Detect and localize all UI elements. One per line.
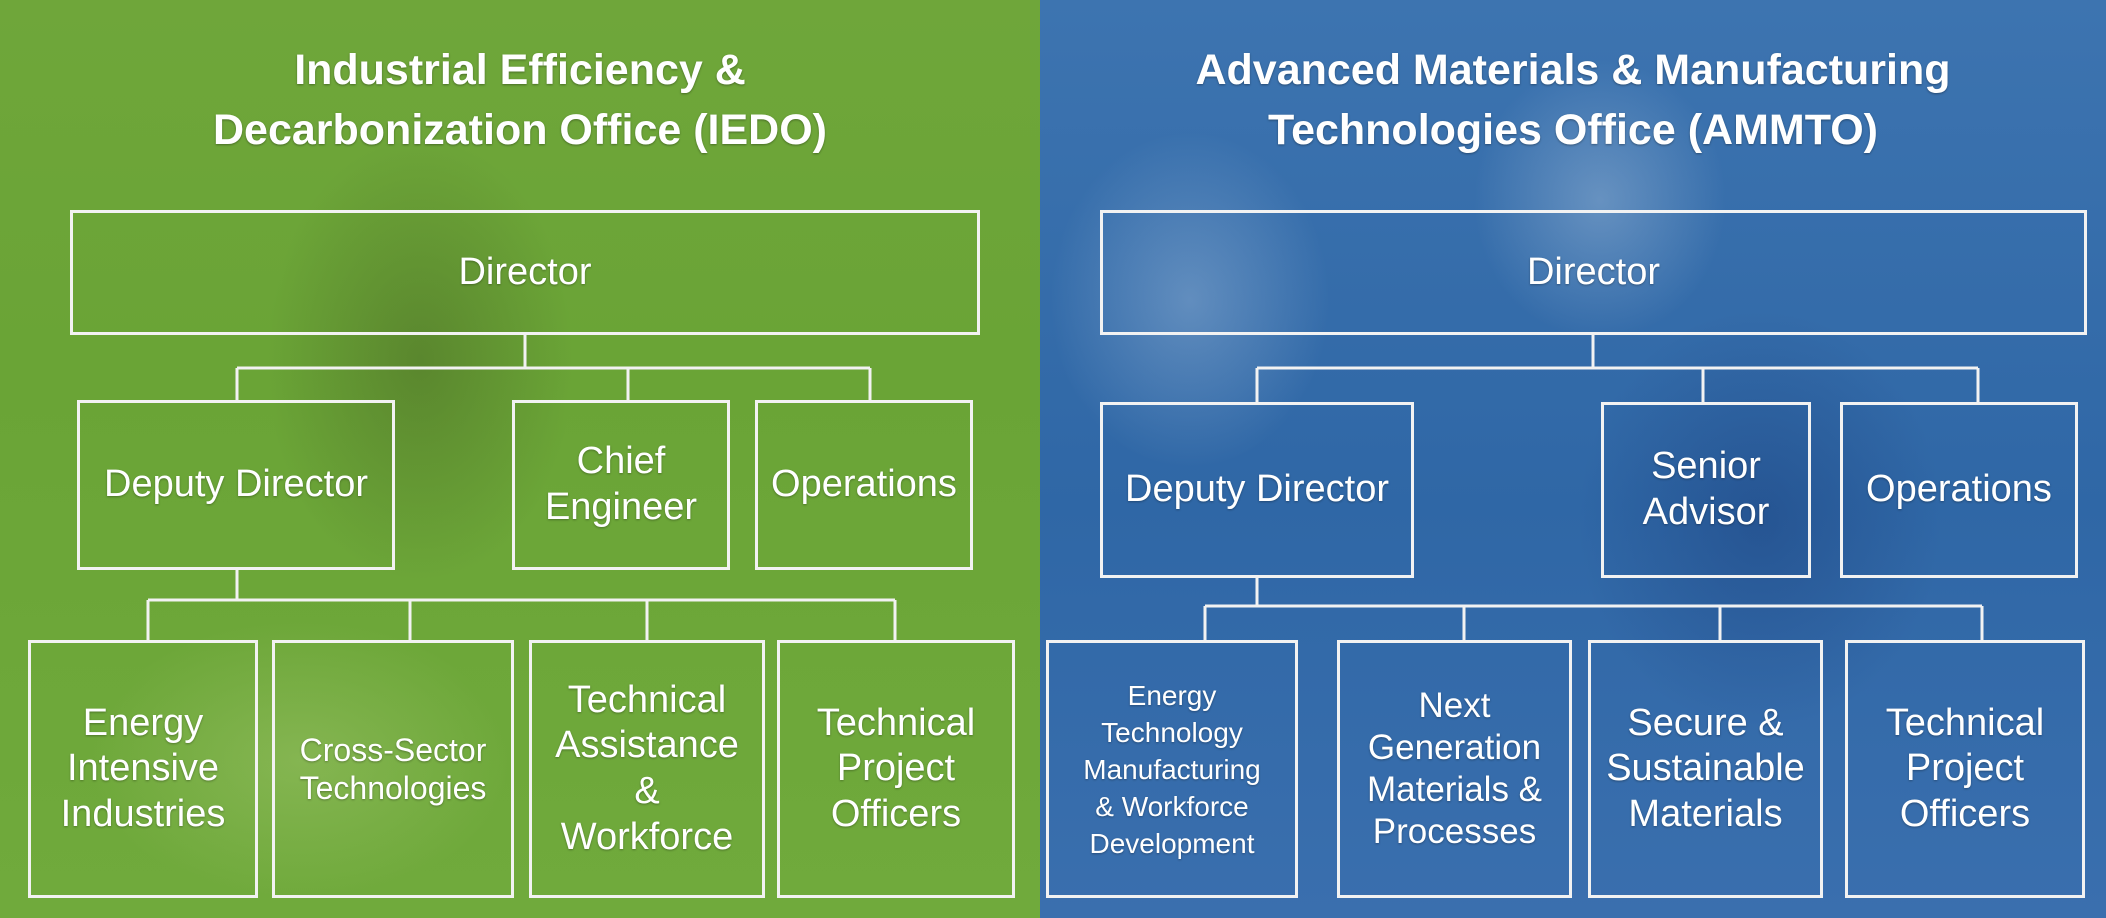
ammto-program-label: Next Generation Materials & Processes [1367, 685, 1542, 853]
ammto-operations-box: Operations [1840, 402, 2078, 578]
ammto-panel: Advanced Materials & Manufacturing Techn… [1040, 0, 2106, 918]
ammto-title-line1: Advanced Materials & Manufacturing [1195, 46, 1951, 94]
ammto-program-technical-project-officers: Technical Project Officers [1845, 640, 2085, 898]
iedo-chief-engineer-box: Chief Engineer [512, 400, 730, 570]
text-line: Technical [567, 678, 727, 721]
ammto-director-label: Director [1526, 250, 1661, 293]
ammto-deputy-director-box: Deputy Director [1100, 402, 1414, 578]
iedo-title: Industrial Efficiency & Decarbonization … [0, 40, 1040, 160]
ammto-connector-lines [1203, 335, 1984, 640]
iedo-chief-engineer-line2: Engineer [544, 486, 698, 528]
text-line: Secure & [1627, 701, 1784, 744]
text-line: Technologies [299, 770, 487, 806]
iedo-panel: Industrial Efficiency & Decarbonization … [0, 0, 1040, 918]
text-line: Manufacturing [1083, 753, 1261, 785]
iedo-deputy-director-label: Deputy Director [104, 463, 368, 506]
iedo-program-technical-project-officers: Technical Project Officers [777, 640, 1015, 898]
text-line: Intensive [66, 747, 220, 790]
ammto-program-secure-sustainable-materials: Secure & Sustainable Materials [1588, 640, 1823, 898]
iedo-program-label: Cross-Sector Technologies [300, 731, 487, 808]
text-line: Officers [830, 792, 962, 835]
iedo-program-technical-assistance-workforce: Technical Assistance & Workforce [529, 640, 765, 898]
text-line: Workforce [560, 815, 734, 858]
text-line: Materials [1628, 792, 1783, 835]
ammto-title-line2: Technologies Office (AMMTO) [1268, 106, 1878, 154]
text-line: Industries [60, 792, 226, 835]
text-line: Generation [1367, 728, 1542, 767]
text-line: Next [1418, 686, 1491, 725]
iedo-title-line2: Decarbonization Office (IEDO) [212, 106, 827, 154]
ammto-director-box: Director [1100, 210, 2087, 335]
ammto-senior-advisor-line1: Senior [1651, 445, 1761, 488]
iedo-chief-engineer-line1: Chief [576, 440, 666, 483]
ammto-senior-advisor-box: Senior Advisor [1601, 402, 1811, 578]
ammto-title: Advanced Materials & Manufacturing Techn… [1040, 40, 2106, 160]
text-line: Technical [1885, 701, 2045, 744]
iedo-program-cross-sector-technologies: Cross-Sector Technologies [272, 640, 514, 898]
iedo-director-label: Director [458, 250, 592, 293]
text-line: Development [1089, 827, 1255, 859]
text-line: Technical [816, 701, 976, 744]
iedo-operations-box: Operations [755, 400, 973, 570]
ammto-program-label: Secure & Sustainable Materials [1606, 701, 1805, 838]
iedo-deputy-director-box: Deputy Director [77, 400, 395, 570]
iedo-program-label: Technical Assistance & Workforce [555, 678, 739, 860]
iedo-operations-label: Operations [771, 463, 957, 506]
ammto-program-label: Energy Technology Manufacturing & Workfo… [1083, 677, 1260, 862]
iedo-chief-engineer-label: Chief Engineer [545, 439, 697, 530]
text-line: Technology [1101, 716, 1243, 748]
iedo-program-label: Technical Project Officers [817, 701, 975, 838]
text-line: Assistance [555, 724, 739, 767]
ammto-program-label: Technical Project Officers [1886, 701, 2044, 838]
text-line: Sustainable [1606, 747, 1805, 790]
text-line: Project [1905, 747, 2025, 790]
text-line: Officers [1899, 792, 2031, 835]
text-line: Cross-Sector [299, 731, 487, 768]
text-line: Materials & [1366, 770, 1543, 809]
text-line: & Workforce [1095, 790, 1249, 822]
ammto-senior-advisor-line2: Advisor [1642, 491, 1770, 533]
ammto-deputy-director-label: Deputy Director [1125, 468, 1389, 511]
iedo-director-box: Director [70, 210, 980, 335]
text-line: Energy [1127, 679, 1217, 711]
ammto-program-energy-technology-manufacturing-workforce: Energy Technology Manufacturing & Workfo… [1046, 640, 1298, 898]
text-line: & [634, 770, 660, 812]
ammto-operations-label: Operations [1866, 468, 2052, 511]
iedo-program-energy-intensive-industries: Energy Intensive Industries [28, 640, 258, 898]
ammto-program-next-generation-materials-processes: Next Generation Materials & Processes [1337, 640, 1572, 898]
text-line: Energy [82, 701, 204, 744]
text-line: Project [836, 747, 956, 790]
text-line: Processes [1372, 812, 1537, 851]
iedo-connector-lines [146, 335, 897, 640]
iedo-title-line1: Industrial Efficiency & [294, 46, 746, 94]
iedo-program-label: Energy Intensive Industries [61, 701, 226, 838]
ammto-senior-advisor-label: Senior Advisor [1643, 444, 1770, 535]
